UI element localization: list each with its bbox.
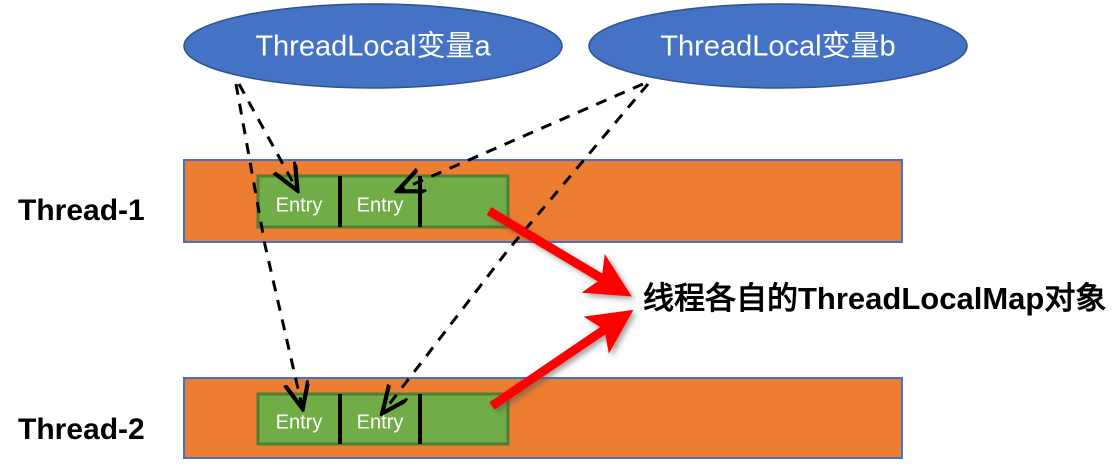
- threadlocal-b-label: ThreadLocal变量b: [660, 30, 895, 63]
- thread-1-label: Thread-1: [18, 194, 145, 227]
- threadlocal-b-ellipse[interactable]: [588, 3, 968, 89]
- red-arrow-icon-bottom: [489, 309, 634, 410]
- thread-1-row: Thread-1 Entry Entry: [18, 159, 903, 243]
- annotation-text: 线程各自的ThreadLocalMap对象: [643, 281, 1106, 316]
- thread-1-threadlocalmap[interactable]: [256, 174, 510, 229]
- threadlocal-a-ellipse[interactable]: [183, 3, 563, 89]
- thread-1-entry-0: Entry: [276, 194, 323, 216]
- dashed-arrow-icon-b-to-t2: [384, 83, 650, 411]
- red-arrow-group: [486, 207, 634, 410]
- dashed-arrow-icon-b-to-t1: [400, 82, 644, 190]
- threadlocal-a-label: ThreadLocal变量a: [255, 30, 491, 63]
- thread-1-entry-1: Entry: [357, 194, 404, 216]
- red-arrow-icon-top: [486, 207, 632, 297]
- thread-2-label: Thread-2: [18, 413, 145, 446]
- dashed-arrow-icon-a-to-t2: [234, 83, 302, 406]
- thread-2-entry-0: Entry: [276, 411, 323, 433]
- thread-2-entry-1: Entry: [357, 411, 404, 433]
- thread-2-row: Thread-2 Entry Entry: [18, 377, 903, 459]
- threadlocal-b-node[interactable]: ThreadLocal变量b: [588, 3, 968, 89]
- threadlocal-a-node[interactable]: ThreadLocal变量a: [183, 3, 563, 89]
